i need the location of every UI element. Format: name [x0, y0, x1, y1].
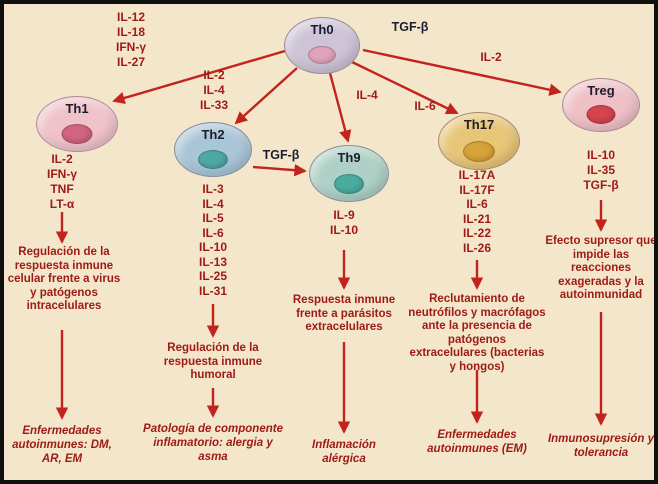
- th17-inducer-label: IL-6: [414, 99, 436, 113]
- cytokine-label: IL-22: [462, 226, 491, 240]
- cytokine-label: IL-17A: [458, 168, 496, 182]
- cytokine-label: LT-α: [49, 197, 75, 211]
- cell-th9-label: Th9: [337, 150, 361, 165]
- cytokine-label: IL-31: [198, 283, 227, 298]
- th1-function-text: Regulación de la respuesta inmune celula…: [7, 246, 121, 312]
- tgfb-from-th0-label: TGF-β: [391, 20, 429, 34]
- th2-inducer-list: IL-2 IL-4 IL-33: [186, 68, 242, 113]
- th17-cytokine-list: IL-17A IL-17F IL-6 IL-21 IL-22 IL-26: [442, 168, 512, 255]
- cell-th1-nucleus: [61, 124, 93, 144]
- cytokine-label: IL-26: [462, 240, 491, 255]
- cytokine-label: TGF-β: [583, 178, 619, 192]
- treg-function-text: Efecto supresor que impide las reaccione…: [545, 235, 657, 301]
- arrows-layer: [55, 48, 608, 434]
- treg-cytokine-list: IL-10 IL-35 TGF-β: [571, 148, 631, 193]
- cell-th1-label: Th1: [65, 101, 89, 116]
- cell-th17-label: Th17: [463, 117, 495, 132]
- treg-inducer-label: IL-2: [480, 50, 502, 64]
- cytokine-label: IL-3: [202, 182, 224, 196]
- cytokine-label: IL-17F: [459, 182, 495, 197]
- arrow-th0-treg: [362, 48, 562, 96]
- cytokine-label: IL-6: [202, 225, 224, 240]
- arrow-th0-th17: [351, 60, 459, 115]
- cell-treg: Treg: [562, 78, 640, 132]
- cell-treg-nucleus: [586, 105, 616, 124]
- cytokine-label: IL-6: [466, 197, 488, 211]
- cytokine-label: IL-10: [198, 240, 227, 254]
- th9-cytokine-list: IL-9 IL-10: [314, 208, 374, 238]
- cytokine-label: IL-4: [202, 196, 224, 211]
- th2-outcome-text: Patología de componente inflamatorio: al…: [143, 423, 283, 463]
- cell-th0: Th0: [284, 17, 360, 74]
- cell-th2: Th2: [174, 122, 252, 177]
- cell-th17: Th17: [438, 112, 520, 170]
- th2-function-text: Regulación de la respuesta inmune humora…: [163, 342, 263, 381]
- cytokine-label: IL-9: [333, 208, 355, 222]
- cell-treg-label: Treg: [587, 83, 615, 98]
- cytokine-label: IL-4: [203, 83, 225, 97]
- tgfb-th2-to-th9-label: TGF-β: [262, 148, 300, 162]
- arrow-th0-th9: [328, 72, 352, 143]
- cell-th0-label: Th0: [310, 22, 334, 37]
- cytokine-label: IL-25: [198, 269, 227, 283]
- th9-outcome-text: Inflamación alérgica: [312, 439, 376, 465]
- cytokine-label: IL-27: [116, 55, 145, 69]
- cytokine-label: IL-18: [116, 25, 145, 39]
- th1-outcome-text: Enfermedades autoinmunes: DM, AR, EM: [12, 425, 112, 465]
- cytokine-label: IL-2: [203, 68, 225, 82]
- cytokine-label: IL-33: [199, 98, 228, 112]
- cytokine-label: IL-12: [116, 10, 145, 24]
- cytokine-label: IL-35: [586, 163, 615, 177]
- arrow-th2-th9: [252, 163, 307, 177]
- cytokine-label: IFN-γ: [116, 40, 146, 54]
- cytokine-label: IL-5: [202, 211, 224, 225]
- cell-th9-nucleus: [334, 173, 364, 194]
- cytokine-label: IL-21: [462, 211, 491, 226]
- cell-th1: Th1: [36, 96, 118, 152]
- cell-th0-nucleus: [308, 45, 336, 64]
- cell-th2-nucleus: [198, 149, 228, 169]
- cell-th2-label: Th2: [201, 127, 225, 142]
- th9-inducer-label: IL-4: [356, 88, 378, 102]
- arrow-th0-th1: [112, 49, 286, 105]
- cytokine-label: IL-2: [51, 152, 73, 166]
- th2-cytokine-list: IL-3 IL-4 IL-5 IL-6 IL-10 IL-13 IL-25 IL…: [183, 182, 243, 298]
- cytokine-label: IL-13: [198, 254, 227, 269]
- cell-th9: Th9: [309, 145, 389, 202]
- th9-function-text: Respuesta inmune frente a parásitos extr…: [292, 294, 396, 333]
- treg-outcome-text: Inmunosupresión y tolerancia: [547, 433, 655, 459]
- th1-cytokine-list: IL-2 IFN-γ TNF LT-α: [20, 152, 104, 212]
- cytokine-label: TNF: [50, 182, 74, 196]
- cytokine-label: IL-10: [329, 223, 358, 237]
- th17-outcome-text: Enfermedades autoinmunes (EM): [427, 429, 527, 455]
- cytokine-label: IL-10: [586, 148, 615, 162]
- cell-th17-nucleus: [463, 141, 495, 162]
- th17-function-text: Reclutamiento de neutrófilos y macrófago…: [408, 293, 546, 373]
- arrow-th0-th2: [234, 67, 298, 125]
- th1-inducer-list: IL-12 IL-18 IFN-γ IL-27: [99, 10, 163, 70]
- cytokine-label: IFN-γ: [47, 167, 77, 181]
